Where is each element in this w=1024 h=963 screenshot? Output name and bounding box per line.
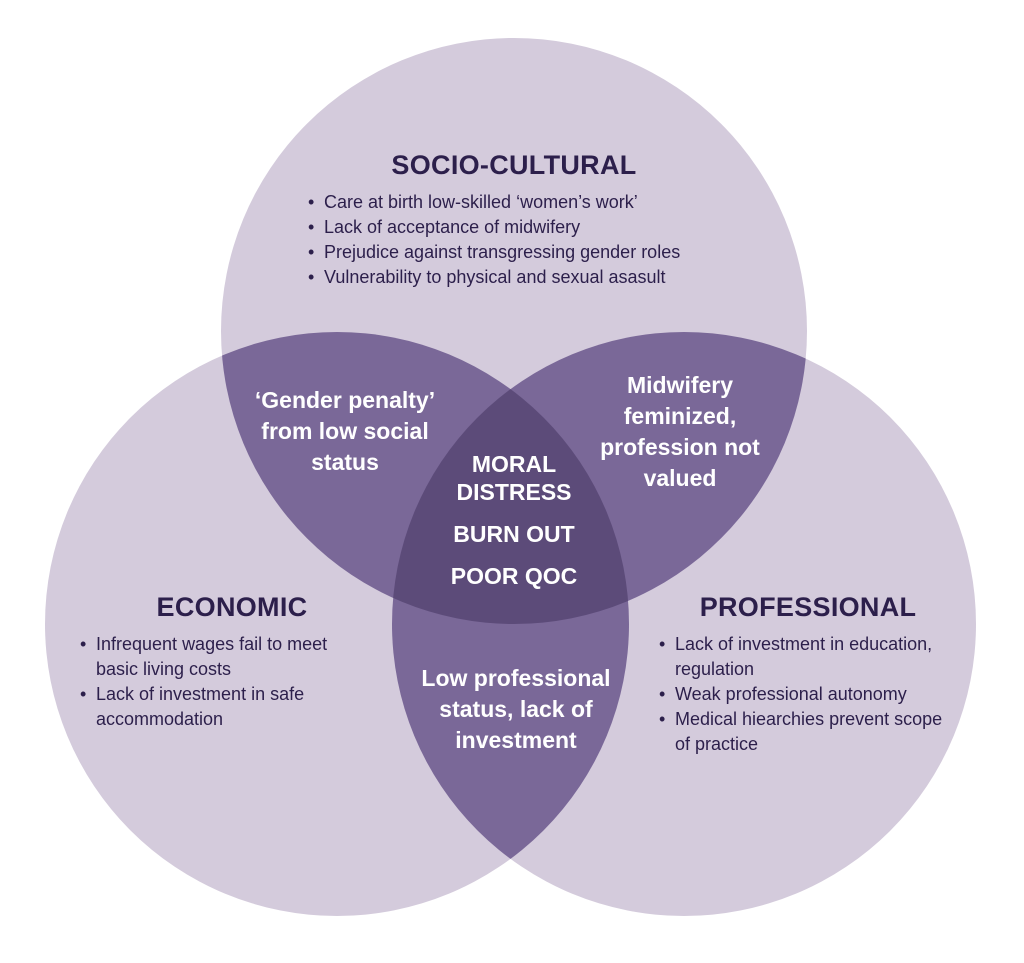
center-overlap	[392, 332, 629, 624]
socio-professional-label: Midwifery feminized, profession not valu…	[600, 372, 760, 491]
economic-title: ECONOMIC	[156, 592, 308, 622]
economic-professional-label: Low professional status, lack of investm…	[421, 665, 611, 753]
list-item: Medical hiearchies prevent scope of prac…	[659, 707, 949, 757]
professional-list: Lack of investment in education, regulat…	[659, 632, 949, 757]
list-item: Lack of acceptance of midwifery	[308, 215, 738, 240]
list-item: Infrequent wages fail to meet basic livi…	[80, 632, 372, 682]
list-item: Lack of investment in safe accommodation	[80, 682, 372, 732]
list-item: Vulnerability to physical and sexual asa…	[308, 265, 738, 290]
list-item: Care at birth low-skilled ‘women’s work’	[308, 190, 738, 215]
socio-cultural-list: Care at birth low-skilled ‘women’s work’…	[308, 190, 738, 290]
economic-list: Infrequent wages fail to meet basic livi…	[80, 632, 372, 732]
list-item: Lack of investment in education, regulat…	[659, 632, 949, 682]
list-item: Weak professional autonomy	[659, 682, 949, 707]
socio-cultural-title: SOCIO-CULTURAL	[391, 150, 637, 180]
burn-out-label: BURN OUT	[453, 521, 575, 547]
list-item: Prejudice against transgressing gender r…	[308, 240, 738, 265]
moral-distress-label: MORAL DISTRESS	[456, 451, 572, 505]
poor-qoc-label: POOR QOC	[450, 563, 578, 589]
socio-economic-label: ‘Gender penalty’ from low social status	[254, 387, 436, 475]
professional-title: PROFESSIONAL	[699, 592, 917, 622]
